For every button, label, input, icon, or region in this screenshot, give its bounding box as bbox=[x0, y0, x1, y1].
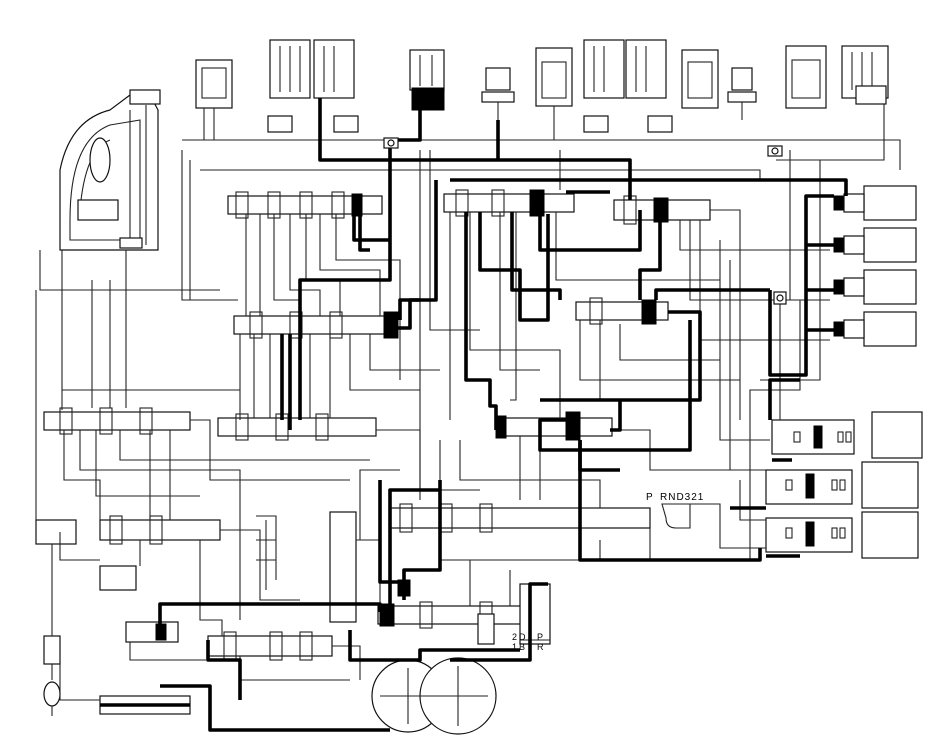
accumulator-2 bbox=[535, 47, 573, 140]
gear-sequence-label: RND321 bbox=[660, 492, 704, 503]
shift-indicator: P RND321 2D 1B P R bbox=[512, 492, 704, 652]
shift-valve-3 bbox=[233, 311, 399, 339]
shift-solenoid-b bbox=[313, 39, 359, 133]
shift-solenoid-d bbox=[625, 39, 673, 133]
regulator-valve-1 bbox=[613, 195, 711, 225]
check-ball-valve bbox=[99, 565, 137, 591]
manual-valve-left bbox=[43, 407, 191, 435]
servo-pistons-right bbox=[765, 411, 923, 559]
lockup-valve bbox=[99, 515, 221, 545]
pressure-control-solenoid bbox=[409, 49, 445, 111]
oil-strainer bbox=[99, 695, 191, 715]
regulator-valve-2 bbox=[575, 297, 669, 325]
top-solenoid-row bbox=[195, 39, 889, 140]
shift-solenoid-a bbox=[267, 39, 311, 133]
shift-valve-1 bbox=[227, 191, 383, 219]
torque-converter bbox=[59, 89, 161, 251]
shift-valve-5 bbox=[495, 411, 613, 441]
check-balls bbox=[383, 137, 787, 305]
manual-valve-main bbox=[389, 503, 691, 533]
pressure-sensor-2 bbox=[727, 67, 757, 120]
plunger bbox=[477, 613, 495, 645]
lower-left-label: 2D bbox=[512, 632, 528, 642]
pressure-regulator-valve bbox=[207, 631, 333, 661]
shift-valve-2 bbox=[443, 189, 575, 217]
shift-solenoid-c bbox=[583, 39, 625, 133]
accumulator-3 bbox=[681, 49, 719, 109]
lower-right-sub-label: R bbox=[537, 642, 544, 652]
hydraulic-lines-pressure bbox=[158, 98, 848, 732]
accumulator-1 bbox=[195, 59, 233, 140]
park-label: P bbox=[646, 492, 653, 503]
cooler-bypass-valve bbox=[35, 519, 77, 545]
valve-bodies bbox=[35, 189, 711, 661]
oil-pump bbox=[371, 657, 497, 735]
lower-right-label: P bbox=[537, 632, 543, 642]
shift-solenoid-e bbox=[841, 45, 889, 105]
oil-filter bbox=[43, 635, 61, 716]
shift-valve-4 bbox=[217, 413, 377, 441]
clutch-packs-right bbox=[833, 185, 917, 347]
lower-left-sub-label: 1B bbox=[512, 642, 527, 652]
accumulator-4 bbox=[785, 45, 827, 109]
relief-valve bbox=[125, 621, 179, 643]
pressure-sensor-1 bbox=[481, 67, 515, 120]
